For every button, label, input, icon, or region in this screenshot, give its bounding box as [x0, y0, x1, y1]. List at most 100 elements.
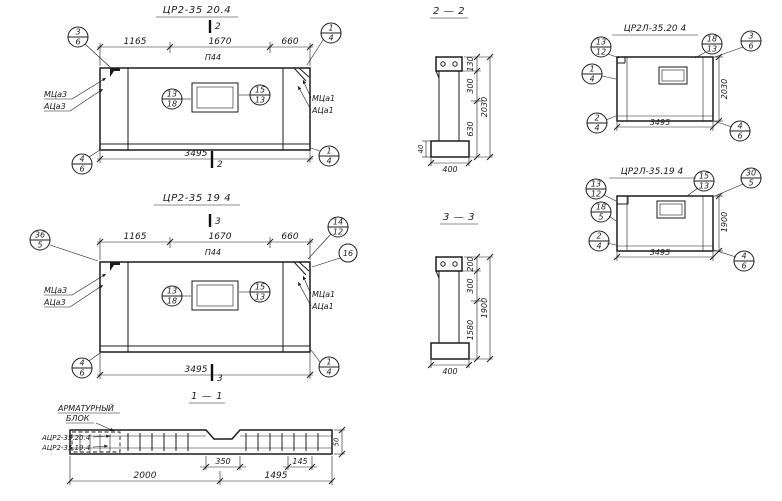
callout-balloon: 4 6 — [71, 352, 101, 379]
callout-number: 4 — [326, 157, 331, 166]
callout-balloon: 13 18 — [161, 88, 191, 110]
callout-number: 18 — [167, 100, 177, 109]
callout-number: 6 — [741, 262, 746, 271]
ref-label: АЦР2-35.19.4 — [41, 444, 90, 452]
section-cut-label: 2 — [217, 160, 223, 170]
callout-number: 6 — [79, 165, 84, 174]
note-label: АРМАТУРНЫЙ — [57, 402, 114, 413]
callout-number: 13 — [255, 293, 265, 302]
callout-number: 13 — [699, 182, 709, 191]
opening-label: П44 — [205, 53, 221, 62]
dim-label: 200 — [466, 256, 475, 271]
dim-label: 2000 — [134, 471, 157, 481]
callout-number: 5 — [598, 213, 603, 222]
callout-balloon: 15 13 — [686, 170, 715, 197]
callout-number: 3 — [75, 28, 80, 37]
rebar-dot — [440, 261, 446, 267]
callout-number: 13 — [255, 96, 265, 105]
callout-balloon: 1 4 — [306, 22, 342, 66]
callout-balloon: 2 4 — [586, 112, 617, 134]
callout-number: 1 — [326, 358, 331, 367]
dim-label: 3495 — [185, 365, 208, 375]
section-web — [438, 270, 460, 344]
elevation-cr2-35-20-4: ЦР2-35 20.4 2 2 1165 1670 660 П44 3495 3… — [43, 5, 342, 175]
dim-label: 1900 — [720, 212, 729, 232]
callout-number: 2 — [594, 114, 599, 123]
window-opening-outer — [658, 66, 688, 85]
callout-balloon: 2 4 — [588, 230, 617, 252]
callout-number: 6 — [748, 42, 753, 51]
window-opening-outer — [191, 82, 239, 113]
elevation-cr2-35-19-4: ЦР2-35 19 4 3 3 1165 1670 660 П44 3495 3… — [29, 193, 358, 384]
panel-outline — [616, 195, 714, 252]
callout-number: 4 — [737, 122, 742, 131]
section-base — [430, 342, 470, 360]
callout-number: 5 — [748, 179, 753, 188]
dim-label: 3495 — [650, 248, 670, 257]
callout-number: 15 — [255, 283, 265, 292]
callout-balloon: 3 6 — [67, 26, 111, 68]
callout-number: 2 — [596, 232, 601, 241]
anchor-label: МЦа3 — [44, 90, 67, 99]
callout-balloon: 15 13 — [239, 84, 271, 106]
section-cut-label: 2 — [215, 22, 221, 32]
anchor-mark — [110, 68, 120, 77]
callout-balloon: 18 13 — [694, 33, 723, 59]
drawing-title: ЦР2-35 20.4 — [163, 5, 232, 16]
dim-label: 660 — [281, 232, 298, 242]
callout-balloon: 30 5 — [714, 167, 762, 197]
callout-balloon: 1 4 — [310, 349, 340, 378]
anchor-labels: МЦа3 АЦа3 МЦа1 АЦа1 — [43, 77, 335, 115]
callout-balloon: 36 5 — [29, 229, 99, 262]
callout-number: 1 — [589, 65, 594, 74]
dim-label: 630 — [466, 121, 475, 136]
section-cut-label: 3 — [217, 374, 223, 384]
callout-balloon: 13 18 — [161, 285, 191, 307]
rebar-dot — [452, 61, 458, 67]
dim-label: 50 — [333, 437, 341, 446]
callout-number: 4 — [79, 155, 84, 164]
section-2-2: 2 — 2 130 300 630 2030 40 400 — [417, 6, 494, 174]
rebar-ticks — [127, 433, 319, 451]
callout-number: 12 — [596, 48, 606, 57]
callout-number: 5 — [37, 241, 42, 250]
anchor-label: АЦа1 — [311, 106, 334, 115]
callout-number: 4 — [326, 368, 331, 377]
callout-number: 4 — [79, 359, 84, 368]
anchor-label: АЦа3 — [43, 298, 66, 307]
dimension-lines — [96, 237, 314, 379]
callout-balloon: 14 12 — [307, 216, 349, 260]
dim-label: 1670 — [209, 37, 232, 47]
dim-label: 3495 — [185, 149, 208, 159]
opening-label: П44 — [205, 248, 221, 257]
anchor-labels: МЦа3 АЦа3 МЦа1 АЦа1 — [43, 273, 335, 311]
note-label: БЛОК — [66, 414, 90, 423]
dimension-lines — [422, 53, 494, 167]
callout-balloon: 4 6 — [713, 249, 755, 272]
dimension-lines — [427, 253, 494, 369]
callout-number: 16 — [343, 249, 353, 258]
rebar-dot — [440, 61, 446, 67]
callout-balloon: 3 6 — [714, 30, 762, 58]
panel-outline — [99, 261, 311, 353]
dim-label: 400 — [442, 165, 457, 174]
dimension-lines — [66, 426, 346, 485]
anchor-label: АЦа1 — [311, 302, 334, 311]
dim-label: 130 — [466, 56, 475, 71]
section-1-1: 1 — 1 АРМАТУРНЫЙ БЛОК АЦР2-35.20.4 АЦР2-… — [41, 391, 346, 485]
callout-number: 6 — [79, 369, 84, 378]
anchor-mark — [110, 262, 120, 271]
callout-number: 4 — [596, 242, 601, 251]
section-title: 2 — 2 — [433, 6, 465, 17]
drawing-title: ЦР2Л-35.20 4 — [624, 24, 687, 34]
dim-label: 1165 — [124, 37, 147, 47]
section-cut-label: 3 — [215, 217, 221, 227]
rebar-block — [71, 431, 121, 453]
callout-balloon: 13 12 — [590, 36, 620, 59]
callout-balloon: 1 4 — [310, 145, 340, 167]
callout-number: 15 — [699, 172, 709, 181]
elevation-cr2l-35-20-4: ЦР2Л-35.20 4 13 12 18 13 3 6 1 4 2 — [581, 24, 762, 142]
dim-label: 1165 — [124, 232, 147, 242]
dim-label: 400 — [442, 367, 457, 376]
